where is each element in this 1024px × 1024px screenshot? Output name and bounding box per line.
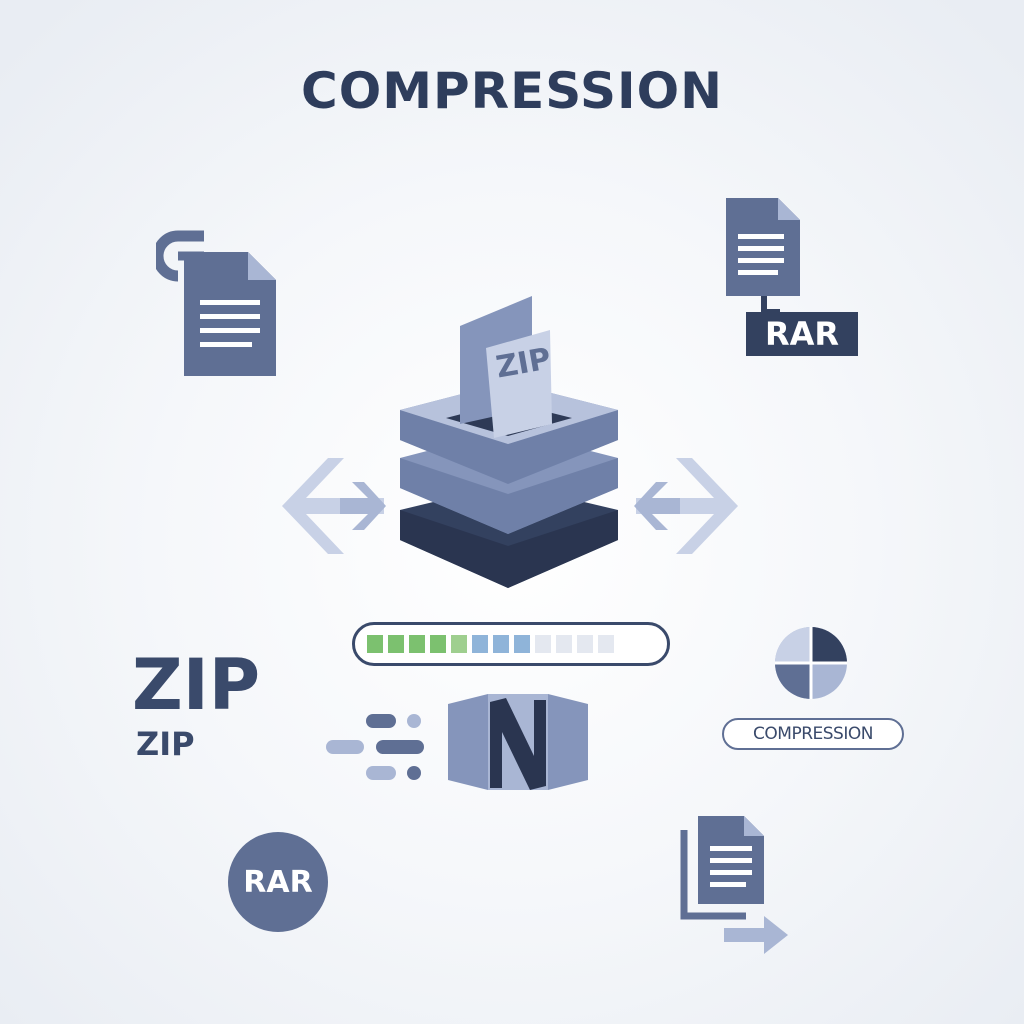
progress-segment — [556, 635, 572, 653]
speed-lines-icon — [326, 714, 424, 780]
transfer-arrow-icon — [724, 916, 788, 954]
progress-segment — [409, 635, 425, 653]
compression-cube-icon — [448, 694, 588, 790]
progress-segment — [451, 635, 467, 653]
progress-segment — [535, 635, 551, 653]
zip-large-label: ZIP — [132, 644, 261, 726]
rar-format-tag: RAR — [746, 312, 858, 356]
rar-document-icon — [726, 198, 800, 315]
clip-icon — [156, 230, 204, 282]
zip-small-label: ZIP — [136, 725, 195, 763]
progress-fill — [367, 635, 614, 653]
progress-segment — [493, 635, 509, 653]
progress-bar — [352, 622, 670, 666]
progress-segment — [472, 635, 488, 653]
progress-segment — [388, 635, 404, 653]
pie-chart-icon — [775, 627, 847, 699]
rar-circle-badge: RAR — [228, 832, 328, 932]
right-arrow-icon — [634, 458, 738, 554]
progress-segment — [514, 635, 530, 653]
compression-pill-label: COMPRESSION — [722, 718, 904, 750]
left-arrow-icon — [282, 458, 386, 554]
progress-segment — [430, 635, 446, 653]
progress-segment — [598, 635, 614, 653]
document-with-clip-icon — [156, 230, 276, 376]
page-title: COMPRESSION — [301, 62, 723, 120]
documents-transfer-icon — [680, 816, 788, 954]
compression-box-icon — [400, 296, 618, 588]
progress-segment — [367, 635, 383, 653]
progress-segment — [577, 635, 593, 653]
